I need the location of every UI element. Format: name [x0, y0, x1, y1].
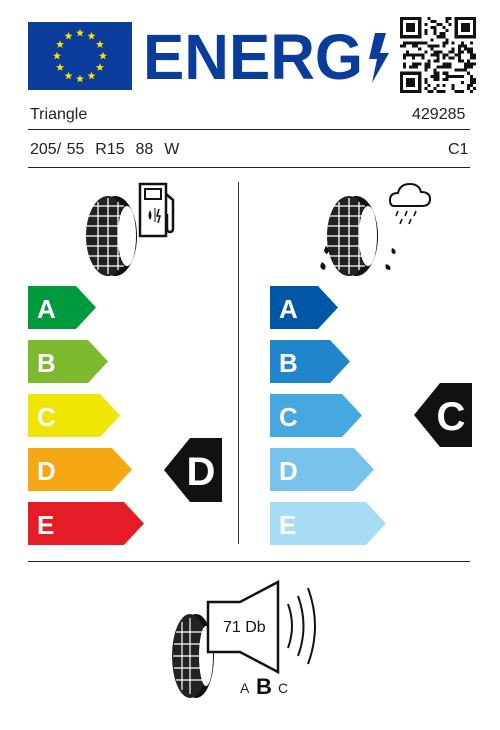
- wet-grip-header: [312, 178, 442, 285]
- supplier-name: Triangle: [30, 106, 88, 123]
- wet-grip-rating-letter: C: [437, 395, 466, 439]
- noise-class-c: C: [278, 680, 289, 696]
- noise-class-a: A: [240, 680, 250, 696]
- speaker-icon: [172, 579, 316, 698]
- eu-star: [76, 74, 84, 83]
- fuel-rating-letter: D: [187, 450, 216, 494]
- energy-title: ENERG: [143, 17, 393, 97]
- wet-grip-class-e: E: [270, 502, 386, 545]
- eu-star: [95, 63, 104, 71]
- fuel-class-label: A: [37, 294, 56, 324]
- eu-star: [87, 31, 96, 40]
- lightning-icon: [369, 33, 389, 83]
- wet-grip-class-label: A: [279, 294, 298, 324]
- column-divider: [238, 182, 239, 544]
- fuel-class-c: C: [28, 394, 120, 437]
- wet-grip-class-d: D: [270, 448, 374, 491]
- qr-code-icon: [400, 17, 476, 93]
- eu-star: [56, 40, 65, 48]
- eu-star: [64, 71, 73, 80]
- eu-flag: [28, 22, 132, 90]
- fuel-class-label: B: [37, 348, 56, 378]
- divider: [28, 167, 470, 168]
- wet-grip-class-a: A: [270, 286, 338, 329]
- noise-class-b: B: [256, 674, 272, 699]
- eu-star: [87, 71, 96, 80]
- fuel-class-e: E: [28, 502, 144, 545]
- noise-section: [168, 576, 338, 711]
- tyre-size: 205/ 55 R15 88 W: [30, 141, 180, 158]
- fuel-rating-badge: D: [164, 438, 222, 507]
- eu-star: [99, 51, 107, 60]
- fuel-class-label: D: [37, 456, 56, 486]
- eu-star: [95, 40, 104, 48]
- wet-grip-class-label: B: [279, 348, 298, 378]
- fuel-class-d: D: [28, 448, 132, 491]
- model-id: 429285: [412, 106, 466, 123]
- eu-star: [76, 28, 84, 37]
- energy-word: ENERG: [143, 21, 363, 93]
- wet-grip-class-c: C: [270, 394, 362, 437]
- qr-code[interactable]: [400, 17, 476, 93]
- wet-grip-class-label: C: [279, 402, 298, 432]
- wet-grip-rating-badge: C: [414, 383, 472, 452]
- fuel-efficiency-header: [78, 180, 188, 285]
- noise-value: 71 Db: [223, 619, 266, 636]
- wet-grip-class-b: B: [270, 340, 350, 383]
- eu-star: [53, 51, 61, 60]
- eu-star: [56, 63, 65, 71]
- eu-stars-icon: [53, 28, 107, 83]
- fuel-class-b: B: [28, 340, 108, 383]
- fuel-class-label: C: [37, 402, 56, 432]
- wet-grip-class-label: E: [279, 510, 296, 540]
- fuel-class-a: A: [28, 286, 96, 329]
- divider: [28, 561, 470, 562]
- fuel-pump-icon: [86, 182, 175, 276]
- wet-grip-class-label: D: [279, 456, 298, 486]
- tyre-class: C1: [448, 141, 469, 158]
- divider: [28, 129, 470, 130]
- eu-star: [64, 31, 73, 40]
- fuel-class-label: E: [37, 510, 54, 540]
- rain-cloud-icon: [320, 182, 432, 276]
